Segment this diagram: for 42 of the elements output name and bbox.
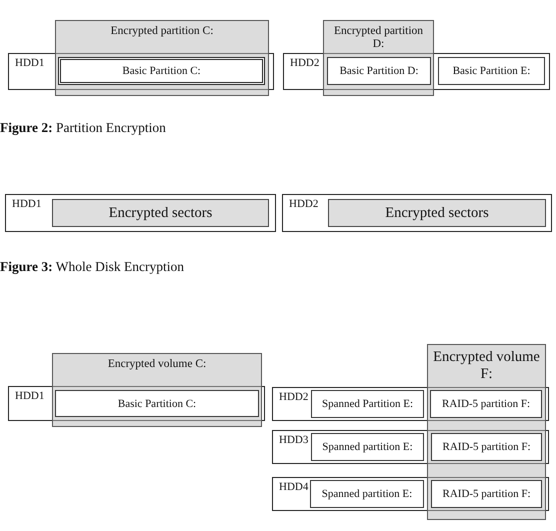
disk-label: HDD2 <box>289 199 318 210</box>
partition-label: Spanned partition E: <box>322 441 413 453</box>
disk-label: HDD4 <box>279 482 308 493</box>
encrypted-sectors-panel <box>328 199 546 227</box>
partition-label: Basic Partition C: <box>118 398 196 410</box>
sectors-label: Encrypted sectors <box>385 204 489 222</box>
partition-panel <box>311 390 424 418</box>
partition-label: Basic Partition D: <box>340 65 418 77</box>
partition-panel <box>55 390 259 417</box>
partition-panel <box>431 433 542 461</box>
disk-panel <box>282 194 552 232</box>
region-title: Encrypted partition D: <box>332 24 424 52</box>
partition-label: Spanned Partition E: <box>322 398 414 410</box>
disk-label: HDD3 <box>279 435 308 446</box>
partition-panel <box>327 57 431 85</box>
figure-caption: Figure 3: Whole Disk Encryption <box>0 259 184 276</box>
partition-label: Basic Partition E: <box>452 65 530 77</box>
disk-label: HDD1 <box>15 58 44 69</box>
disk-label: HDD2 <box>279 392 308 403</box>
disk-label: HDD1 <box>15 391 44 402</box>
region-title: Encrypted partition C: <box>110 24 214 38</box>
partition-label: Spanned partition E: <box>322 488 412 500</box>
disk-label: HDD2 <box>290 58 320 69</box>
partition-panel <box>311 433 424 461</box>
encrypted-sectors-panel <box>52 199 269 227</box>
partition-label: RAID-5 partition F: <box>442 441 530 453</box>
region-title: Encrypted volume C: <box>106 357 208 372</box>
partition-panel <box>431 480 542 508</box>
region-title: Encrypted volume F: <box>432 348 541 382</box>
sectors-label: Encrypted sectors <box>108 204 212 222</box>
partition-label: Basic Partition C: <box>122 65 201 77</box>
partition-panel <box>310 480 424 508</box>
disk-panel <box>5 194 276 232</box>
figure-caption: Figure 2: Partition Encryption <box>0 120 166 136</box>
partition-label: RAID-5 partition F: <box>442 398 530 410</box>
partition-panel <box>438 57 545 85</box>
partition-panel <box>58 57 265 85</box>
partition-panel <box>430 390 542 418</box>
partition-label: RAID-5 partition F: <box>442 488 530 500</box>
disk-panel <box>8 53 274 90</box>
disk-panel <box>8 386 265 421</box>
disk-label: HDD1 <box>12 199 42 210</box>
